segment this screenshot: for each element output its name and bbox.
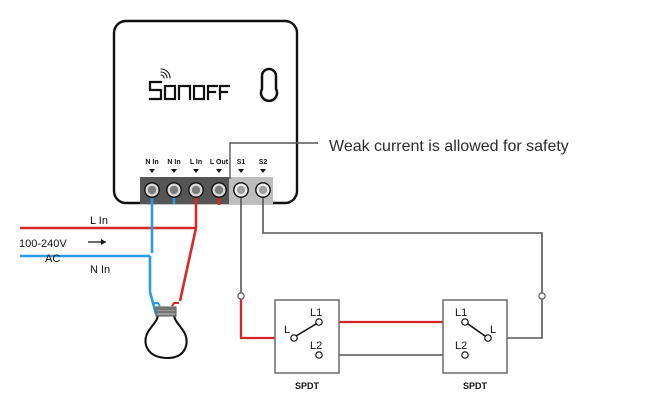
terminal-label-n-in-1: N In	[145, 159, 158, 166]
s2-wire	[262, 198, 543, 296]
switch-right-common-terminal	[484, 334, 492, 342]
bulb-glass	[144, 312, 188, 360]
switch-interconnects	[319, 320, 465, 356]
switch-left-common-label: L	[284, 324, 290, 336]
terminal-label-l-in: L In	[190, 159, 202, 166]
s2-junction	[538, 292, 546, 300]
ac-label: AC	[45, 253, 60, 265]
neutral-wiring	[148, 198, 176, 315]
sonoff-device: N In N In L In L Out S1 S2	[112, 19, 299, 205]
switch-left-common-terminal	[290, 334, 298, 342]
terminal-labels: N In N In L In L Out S1 S2	[145, 159, 267, 166]
switch-right-l1-terminal	[461, 318, 469, 326]
voltage-label: 100-240V	[19, 238, 67, 250]
switch-right-title: SPDT	[463, 381, 488, 391]
live-wire-to-bulb	[178, 227, 198, 302]
switch-left-l2-label: L2	[310, 340, 322, 352]
switch-right-l2-terminal	[461, 351, 469, 359]
callout-text: Weak current is allowed for safety	[329, 138, 569, 155]
arrow-right-icon	[88, 239, 106, 245]
switch-left-box	[274, 299, 340, 374]
terminal-screw-n-in-2	[166, 182, 182, 198]
s1-junction	[237, 292, 245, 300]
terminal-screw-l-out	[211, 182, 227, 198]
switch-right-l1-label: L1	[455, 307, 467, 319]
touch-icon	[259, 67, 279, 103]
terminal-screw-s1	[233, 182, 249, 198]
device-body	[112, 19, 299, 205]
switch-left-l1-label: L1	[310, 307, 322, 319]
switch-right-common-label: L	[490, 324, 496, 336]
terminal-screw-s2	[255, 182, 271, 198]
power-inputs: L In 100-240V AC N In	[19, 215, 196, 276]
switch-left-lever	[295, 323, 317, 337]
terminal-label-n-in-2: N In	[167, 159, 180, 166]
switch-left-title: SPDT	[295, 381, 320, 391]
switch-right-lever	[467, 323, 486, 337]
terminal-block	[140, 177, 273, 204]
terminal-screw-l-in	[188, 182, 204, 198]
live-input-label: L In	[90, 215, 108, 227]
neutral-wire-to-bulb	[148, 256, 158, 315]
terminal-label-s2: S2	[259, 159, 268, 166]
terminal-screw-n-in-1	[144, 182, 160, 198]
terminal-arrows	[149, 169, 266, 173]
neutral-input-label: N In	[90, 264, 110, 276]
switch-right-box	[442, 299, 508, 374]
terminal-label-l-out: L Out	[210, 159, 229, 166]
terminal-label-s1: S1	[237, 159, 246, 166]
switch-right-l2-label: L2	[455, 340, 467, 352]
light-bulb	[144, 302, 188, 360]
terminal-screws	[144, 182, 271, 198]
switch-right: L L1 L2 SPDT	[442, 299, 508, 391]
live-wiring	[178, 198, 221, 302]
wifi-icon	[160, 68, 171, 79]
switch-left: L L1 L2 SPDT	[274, 299, 340, 391]
switch-left-l1-terminal	[315, 318, 323, 326]
sonoff-logo	[148, 68, 231, 101]
safety-callout: Weak current is allowed for safety	[229, 138, 569, 179]
switch-left-l2-terminal	[315, 351, 323, 359]
sonoff-wordmark	[148, 80, 231, 101]
callout-line	[229, 142, 318, 179]
